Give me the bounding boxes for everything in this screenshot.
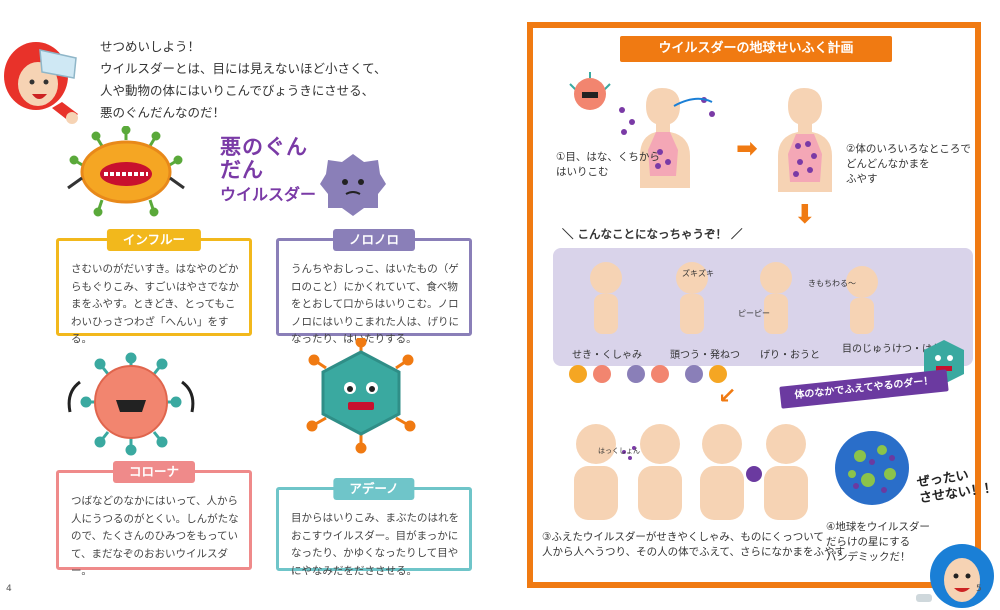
page-number-left: 4 (6, 584, 12, 594)
step3-text: ③ふえたウイルスダーがせきやくしゃみ、ものにくっついて 人から人へうつり、その人… (542, 530, 845, 560)
corona-virus-illustration (67, 352, 195, 456)
corona-card-text: つばなどのなかにはいって、人から人にうつるのがとくい。しんがたなので、たくさんの… (71, 495, 239, 577)
step3-line: 人から人へうつり、その人の体でふえて、さらになかまをふやす (542, 546, 846, 558)
influenza-card: インフルー さむいのがだいすき。はなやのどからもぐりこみ、すごいはやさでなかまを… (56, 229, 252, 345)
symptom-figures-illustration (590, 262, 878, 334)
step2-virus-multiplying-illustration (778, 88, 832, 192)
virus-covered-earth-illustration (835, 431, 909, 505)
symptom-label: げり・おうと (760, 350, 820, 361)
step4-text: ④地球をウイルスダー だらけの星にする パンデミックだ！ (826, 520, 930, 565)
arrow-down-left-icon: ↙ (718, 384, 737, 409)
step4-line: ④地球をウイルスダー (826, 521, 930, 533)
step3-line: ③ふえたウイルスダーがせきやくしゃみ、ものにくっついて (542, 531, 824, 543)
sfx-sneeze: はっくしょん (598, 447, 640, 455)
adenovirus-card: アデーノ 目からはいりこみ、まぶたのはれをおこすウイルスダー。目がまっかになった… (276, 478, 472, 577)
influenza-card-title: インフルー (106, 229, 202, 251)
page-number-right: 5 (976, 584, 982, 594)
norovirus-card: ノロノロ うんちやおしっこ、はいたもの（ゲロのこと）にかくれていて、食べ物をとお… (276, 229, 472, 345)
intro-text: せつめいしよう！ ウイルスダーとは、目には見えないほど小さくて、 人や動物の体に… (100, 36, 400, 124)
step1-text: ①目、はな、くちから はいりこむ (556, 150, 660, 180)
symptoms-panel (553, 248, 973, 366)
corona-card-title: コローナ (112, 461, 196, 483)
consequences-title: ＼ こんなことになっちゃうぞ！ ／ (562, 227, 743, 241)
gang-title-line: ウイルスダー (220, 185, 317, 205)
gang-title: 悪のぐんだん ウイルスダー (220, 135, 320, 205)
sfx-sick: きもちわる～ (808, 279, 856, 288)
arrow-down-icon: ⬇ (794, 200, 816, 230)
corona-card: コローナ つばなどのなかにはいって、人から人にうつるのがとくい。しんがたなので、… (56, 461, 252, 577)
sfx-throb: ズキズキ (682, 269, 714, 278)
norovirus-illustration (320, 154, 386, 216)
gang-title-line: 悪のぐんだん (220, 135, 308, 183)
red-hero-mascot-illustration (4, 42, 78, 124)
adenovirus-card-title: アデーノ (333, 478, 415, 500)
arrow-right-icon: ➡ (736, 134, 758, 164)
step2-line: ②体のいろいろなところで (846, 143, 971, 155)
blue-hero-mascot-illustration (916, 544, 994, 608)
adenovirus-illustration (306, 338, 416, 454)
intro-line: ウイルスダーとは、目には見えないほど小さくて、 (100, 61, 387, 76)
influenza-card-text: さむいのがだいすき。はなやのどからもぐりこみ、すごいはやさでなかまをふやす。とき… (71, 263, 239, 345)
symptom-label: 目のじゅうけつ・はれ (842, 344, 942, 355)
step1-line: はいりこむ (556, 166, 609, 178)
intro-line: 人や動物の体にはいりこんでびょうきにさせる、 (100, 83, 375, 98)
symptom-label: 頭つう・発ねつ (670, 350, 740, 361)
plan-title: ウイルスダーの地球せいふく計画 (620, 36, 892, 62)
sfx-beep: ピーピー (738, 309, 770, 318)
step1-line: ①目、はな、くちから (556, 151, 660, 163)
norovirus-card-title: ノロノロ (332, 229, 416, 251)
step3-spreading-illustration (574, 424, 808, 520)
intro-line: せつめいしよう！ (100, 39, 201, 54)
small-viruses-illustration (569, 365, 727, 383)
influenza-virus-illustration (67, 126, 185, 217)
step2-text: ②体のいろいろなところで どんどんなかまを ふやす (846, 142, 971, 187)
norovirus-card-text: うんちやおしっこ、はいたもの（ゲロのこと）にかくれていて、食べ物をとおして口から… (291, 263, 459, 345)
step2-line: どんどんなかまを (846, 158, 930, 170)
step2-line: ふやす (846, 173, 878, 185)
step4-line: パンデミックだ！ (826, 551, 911, 563)
symptom-label: せき・くしゃみ (572, 350, 642, 361)
intro-line: 悪のぐんだんなのだ！ (100, 105, 226, 120)
adenovirus-card-text: 目からはいりこみ、まぶたのはれをおこすウイルスダー。目がまっかになったり、かゆく… (291, 512, 459, 577)
step4-line: だらけの星にする (826, 536, 911, 548)
step1-virus-entering-body-illustration (569, 72, 715, 188)
